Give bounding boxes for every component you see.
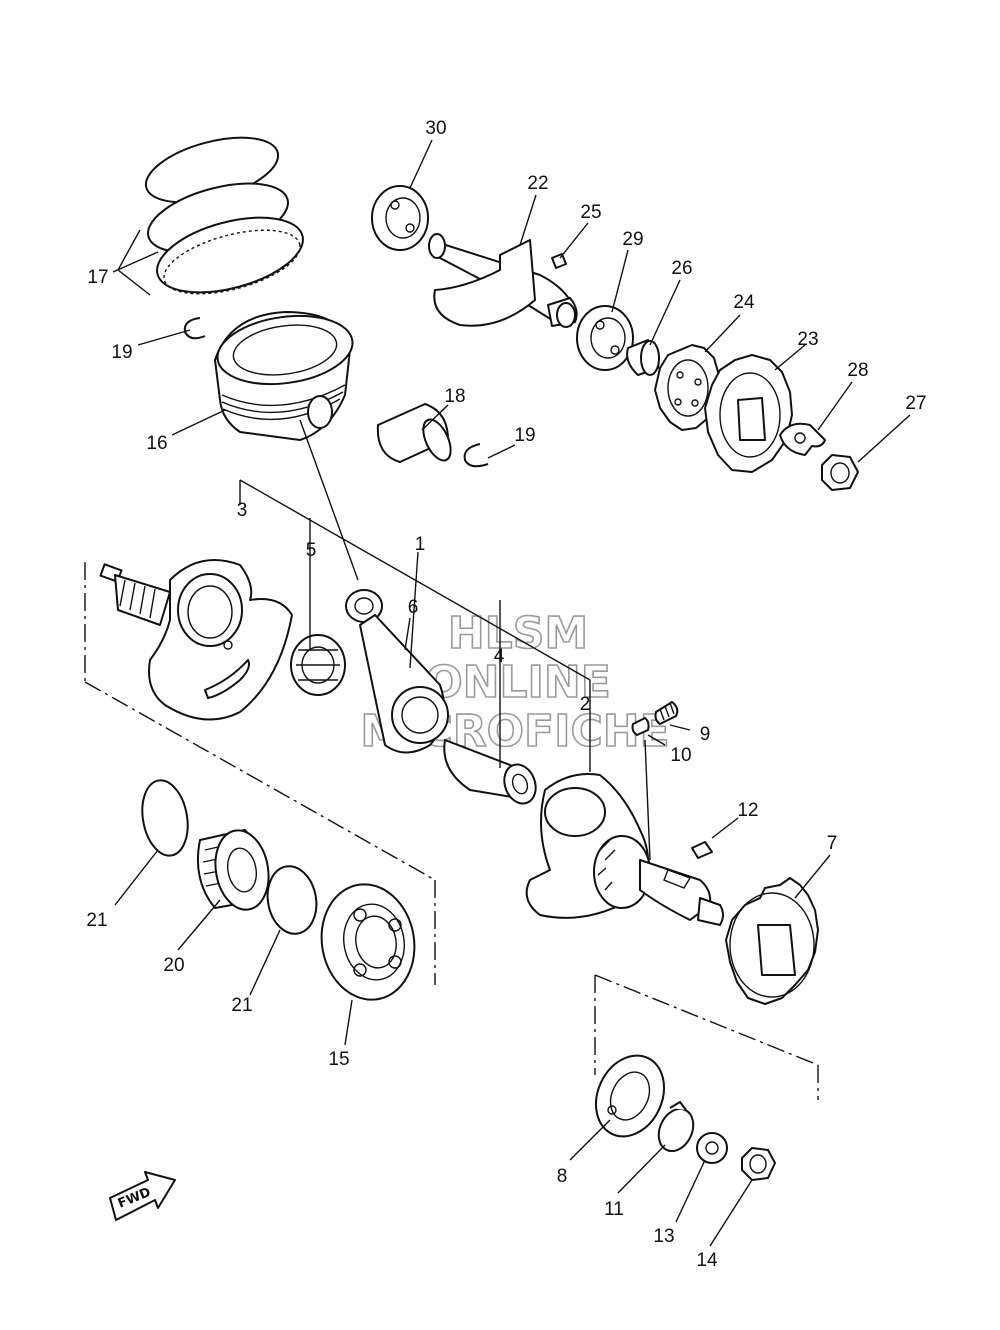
- piston-pin: [376, 403, 452, 463]
- callout-6: 6: [408, 597, 419, 618]
- nut-27: [821, 454, 859, 491]
- callout-13: 13: [653, 1226, 674, 1247]
- watermark-line-1: HLSM: [448, 608, 588, 659]
- callout-30: 30: [425, 118, 446, 139]
- key-25: [551, 253, 567, 269]
- callout-21-upper: 21: [86, 910, 107, 931]
- callout-23: 23: [797, 329, 818, 350]
- circlip-11: [657, 1101, 695, 1153]
- oil-seal-sleeve-20: [196, 829, 270, 911]
- callout-24: 24: [733, 292, 755, 313]
- fwd-arrow-icon: FWD: [109, 1171, 176, 1221]
- callout-12: 12: [737, 800, 758, 821]
- callout-20: 20: [163, 955, 184, 976]
- leader-lines: [112, 139, 911, 1247]
- callout-19-left: 19: [111, 342, 132, 363]
- callout-14: 14: [696, 1250, 718, 1271]
- washer-13: [696, 1132, 728, 1164]
- callout-16: 16: [146, 433, 167, 454]
- callout-3: 3: [237, 500, 248, 521]
- callout-22: 22: [527, 173, 548, 194]
- balancer-shaft: [428, 233, 578, 328]
- callout-1: 1: [415, 534, 426, 555]
- callout-11: 11: [604, 1199, 624, 1220]
- callout-7: 7: [827, 833, 838, 854]
- callout-9: 9: [700, 724, 711, 745]
- primary-drive-gear: [725, 877, 819, 1005]
- assembly-bracket-lines: [84, 419, 819, 1100]
- connecting-rod: [345, 589, 449, 754]
- circlip-21-lower: [266, 865, 318, 935]
- bearing-30: [371, 185, 429, 251]
- callout-27: 27: [905, 393, 926, 414]
- spring-9: [654, 701, 679, 725]
- callout-8: 8: [557, 1166, 568, 1187]
- callout-29: 29: [622, 229, 643, 250]
- crank-pin: [443, 739, 537, 805]
- callout-28: 28: [847, 360, 868, 381]
- piston-rings: [144, 136, 304, 295]
- plunger-10: [631, 717, 650, 736]
- callout-26: 26: [671, 258, 692, 279]
- callout-19-right: 19: [514, 425, 535, 446]
- callout-2: 2: [580, 694, 591, 715]
- callout-4: 4: [494, 646, 505, 667]
- watermark-line-2: ONLINE: [425, 657, 611, 708]
- crankshaft-right-half: [525, 773, 724, 926]
- balancer-driven-gear-23: [704, 354, 793, 473]
- plate-washer-8: [594, 1054, 666, 1138]
- callout-25: 25: [580, 202, 601, 223]
- woodruff-key: [691, 841, 713, 859]
- bearing-29: [576, 305, 634, 371]
- circlip-21-upper: [141, 779, 189, 857]
- callout-15: 15: [328, 1049, 349, 1070]
- nut-14: [741, 1147, 776, 1181]
- circlips-19: [183, 317, 489, 468]
- lock-washer-28: [779, 422, 826, 456]
- callout-labels: 1 2 3 4 5 6 7 8 9 10 11 12 13 14 15 16 1…: [86, 118, 926, 1271]
- callout-21-lower: 21: [231, 995, 252, 1016]
- big-end-bearing: [290, 634, 346, 696]
- callout-17: 17: [87, 267, 108, 288]
- piston: [214, 311, 354, 441]
- collar-26: [626, 339, 660, 376]
- callout-18: 18: [444, 386, 465, 407]
- crankshaft-left-half: [99, 559, 293, 721]
- balancer-drive-gear-24: [654, 344, 721, 431]
- main-bearing-15: [320, 883, 416, 1001]
- callout-10: 10: [670, 745, 691, 766]
- callout-5: 5: [306, 540, 317, 561]
